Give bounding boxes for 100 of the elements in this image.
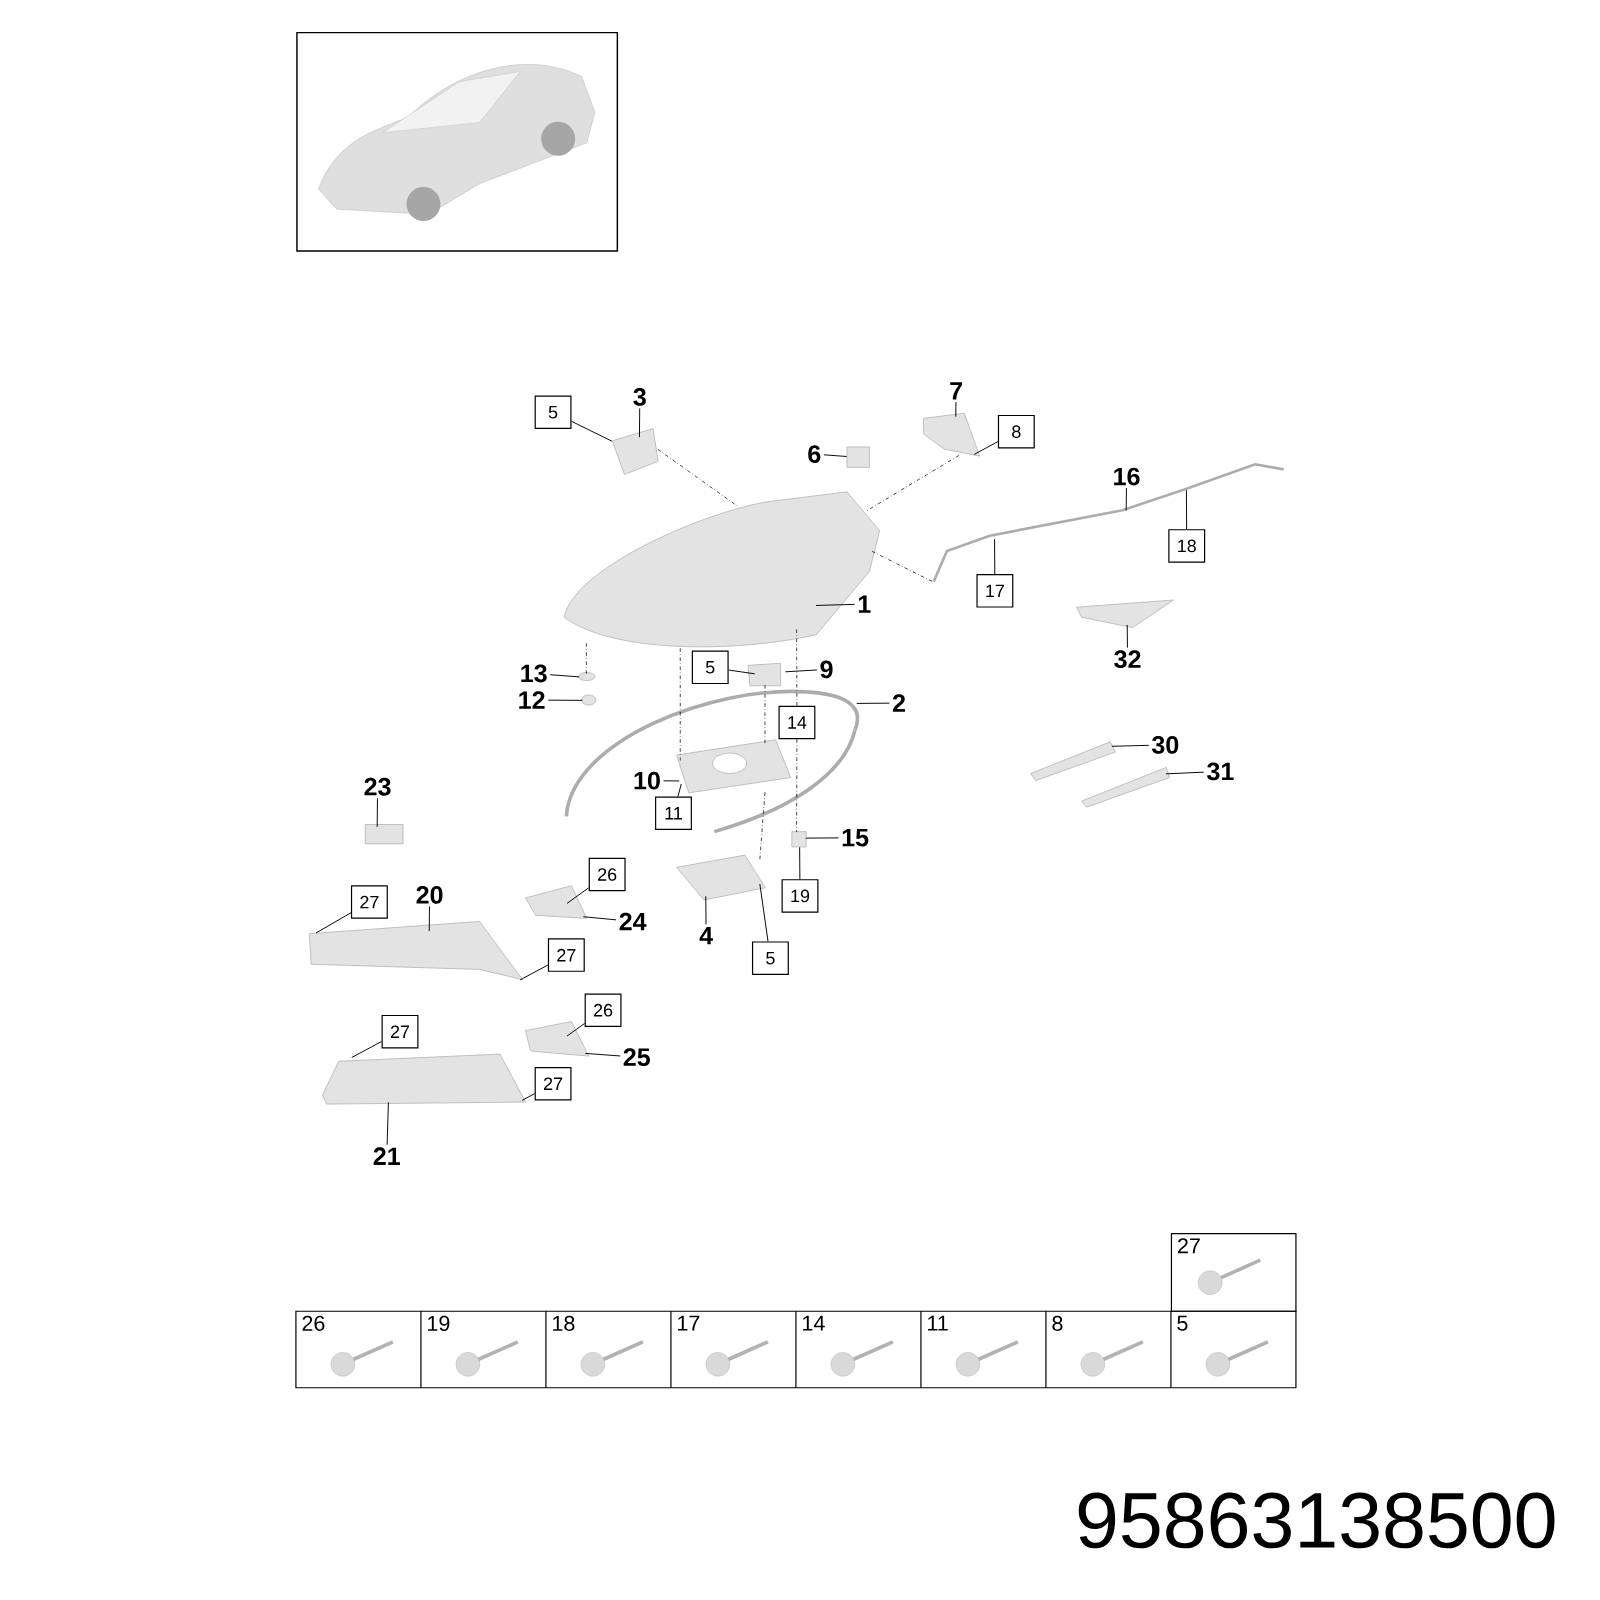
callout-box: 5 [534, 395, 572, 429]
leader-line [784, 669, 818, 673]
callout-box: 17 [976, 574, 1014, 608]
leader-line [428, 905, 430, 932]
callout-box: 26 [584, 993, 622, 1027]
callout-number: 4 [699, 927, 713, 945]
base-plate-drawing [676, 739, 792, 794]
module-drawing [525, 1021, 590, 1057]
bracket-drawing [364, 824, 404, 845]
leader-line [955, 401, 957, 418]
leader-line [386, 1101, 389, 1146]
leader-line [351, 1041, 383, 1058]
trim-strip-drawing [806, 690, 860, 731]
callout-number: 2 [892, 694, 905, 712]
leader-line [549, 674, 580, 678]
connector-drawing [846, 446, 870, 468]
callout-box: 27 [381, 1014, 419, 1049]
assembly-line [679, 647, 681, 761]
callout-number: 10 [634, 771, 660, 790]
leader-line [1111, 744, 1150, 747]
callout-number: 1 [858, 595, 871, 613]
module-drawing [676, 854, 766, 901]
assembly-line [764, 684, 766, 744]
bracket-drawing [1076, 599, 1174, 628]
callout-box: 27 [547, 938, 585, 972]
leader-line [994, 538, 996, 575]
leader-line [663, 780, 680, 782]
leader-line [547, 699, 583, 701]
leader-line [856, 702, 890, 704]
reflector-drawing [1081, 767, 1170, 808]
callout-box: 26 [588, 857, 626, 892]
callout-number: 15 [842, 829, 869, 847]
leader-line [1126, 624, 1128, 649]
callout-number: 6 [808, 445, 821, 463]
callout-box: 5 [751, 941, 789, 975]
washer-drawing [578, 672, 596, 681]
leader-line [571, 420, 613, 442]
table-number: 8 [1052, 1315, 1063, 1331]
table-number: 14 [803, 1315, 825, 1331]
table-number: 26 [302, 1315, 325, 1331]
light-strip-drawing [322, 1053, 526, 1105]
nut-drawing [581, 694, 597, 706]
callout-number: 13 [521, 664, 547, 683]
leader-line [823, 454, 848, 457]
leader-line [584, 1052, 621, 1057]
bracket-drawing [923, 412, 980, 457]
callout-number: 20 [416, 886, 443, 904]
assembly-line [657, 449, 740, 508]
callout-number: 12 [519, 691, 545, 709]
leader-line [973, 441, 999, 455]
light-strip-drawing [308, 921, 523, 980]
clip-drawing [747, 662, 781, 687]
callout-box: 11 [655, 796, 692, 831]
leader-line [566, 1022, 586, 1037]
callout-number: 25 [623, 1048, 650, 1067]
leader-line [582, 916, 617, 921]
callout-box: 14 [778, 705, 816, 740]
callout-number: 32 [1114, 650, 1141, 669]
leader-line [705, 895, 707, 925]
leader-line [315, 912, 352, 934]
callout-number: 23 [364, 777, 391, 796]
callout-number: 3 [633, 388, 646, 406]
callout-box: 5 [691, 650, 729, 685]
clip-drawing [791, 831, 807, 848]
table-number: 5 [1177, 1315, 1188, 1331]
leader-line [566, 887, 590, 904]
table-number: 27 [1178, 1238, 1200, 1254]
table-number: 17 [678, 1315, 700, 1331]
callout-number: 21 [373, 1147, 400, 1165]
callout-number: 24 [619, 912, 647, 931]
leader-line [519, 964, 549, 981]
leader-line [759, 883, 769, 942]
bracket-drawing [611, 428, 659, 475]
leader-line [1125, 487, 1127, 512]
module-drawing [525, 885, 588, 919]
leader-line [677, 783, 682, 797]
leader-line [521, 1093, 536, 1101]
callout-number: 30 [1151, 736, 1179, 754]
assembly-line [796, 738, 798, 833]
callout-number: 31 [1207, 762, 1234, 781]
assembly-line [866, 455, 960, 511]
assembly-line [796, 627, 798, 707]
leader-line [376, 797, 378, 828]
leader-line [638, 408, 641, 438]
tube-drawing [932, 462, 1284, 583]
callout-box: 27 [534, 1066, 572, 1101]
callout-number: 9 [820, 660, 833, 679]
table-number: 19 [428, 1315, 450, 1331]
leader-line [799, 846, 801, 880]
callout-box: 27 [350, 885, 388, 919]
leader-line [1185, 489, 1188, 530]
assembly-line [871, 551, 934, 583]
leader-line [728, 669, 756, 675]
table-number: 11 [928, 1315, 948, 1331]
reflector-drawing [1030, 741, 1116, 781]
leader-line [1165, 771, 1205, 775]
leader-line [805, 837, 839, 839]
part-number: 95863138500 [1078, 1492, 1555, 1549]
callout-box: 8 [997, 414, 1035, 449]
headlight-drawing [563, 491, 880, 648]
